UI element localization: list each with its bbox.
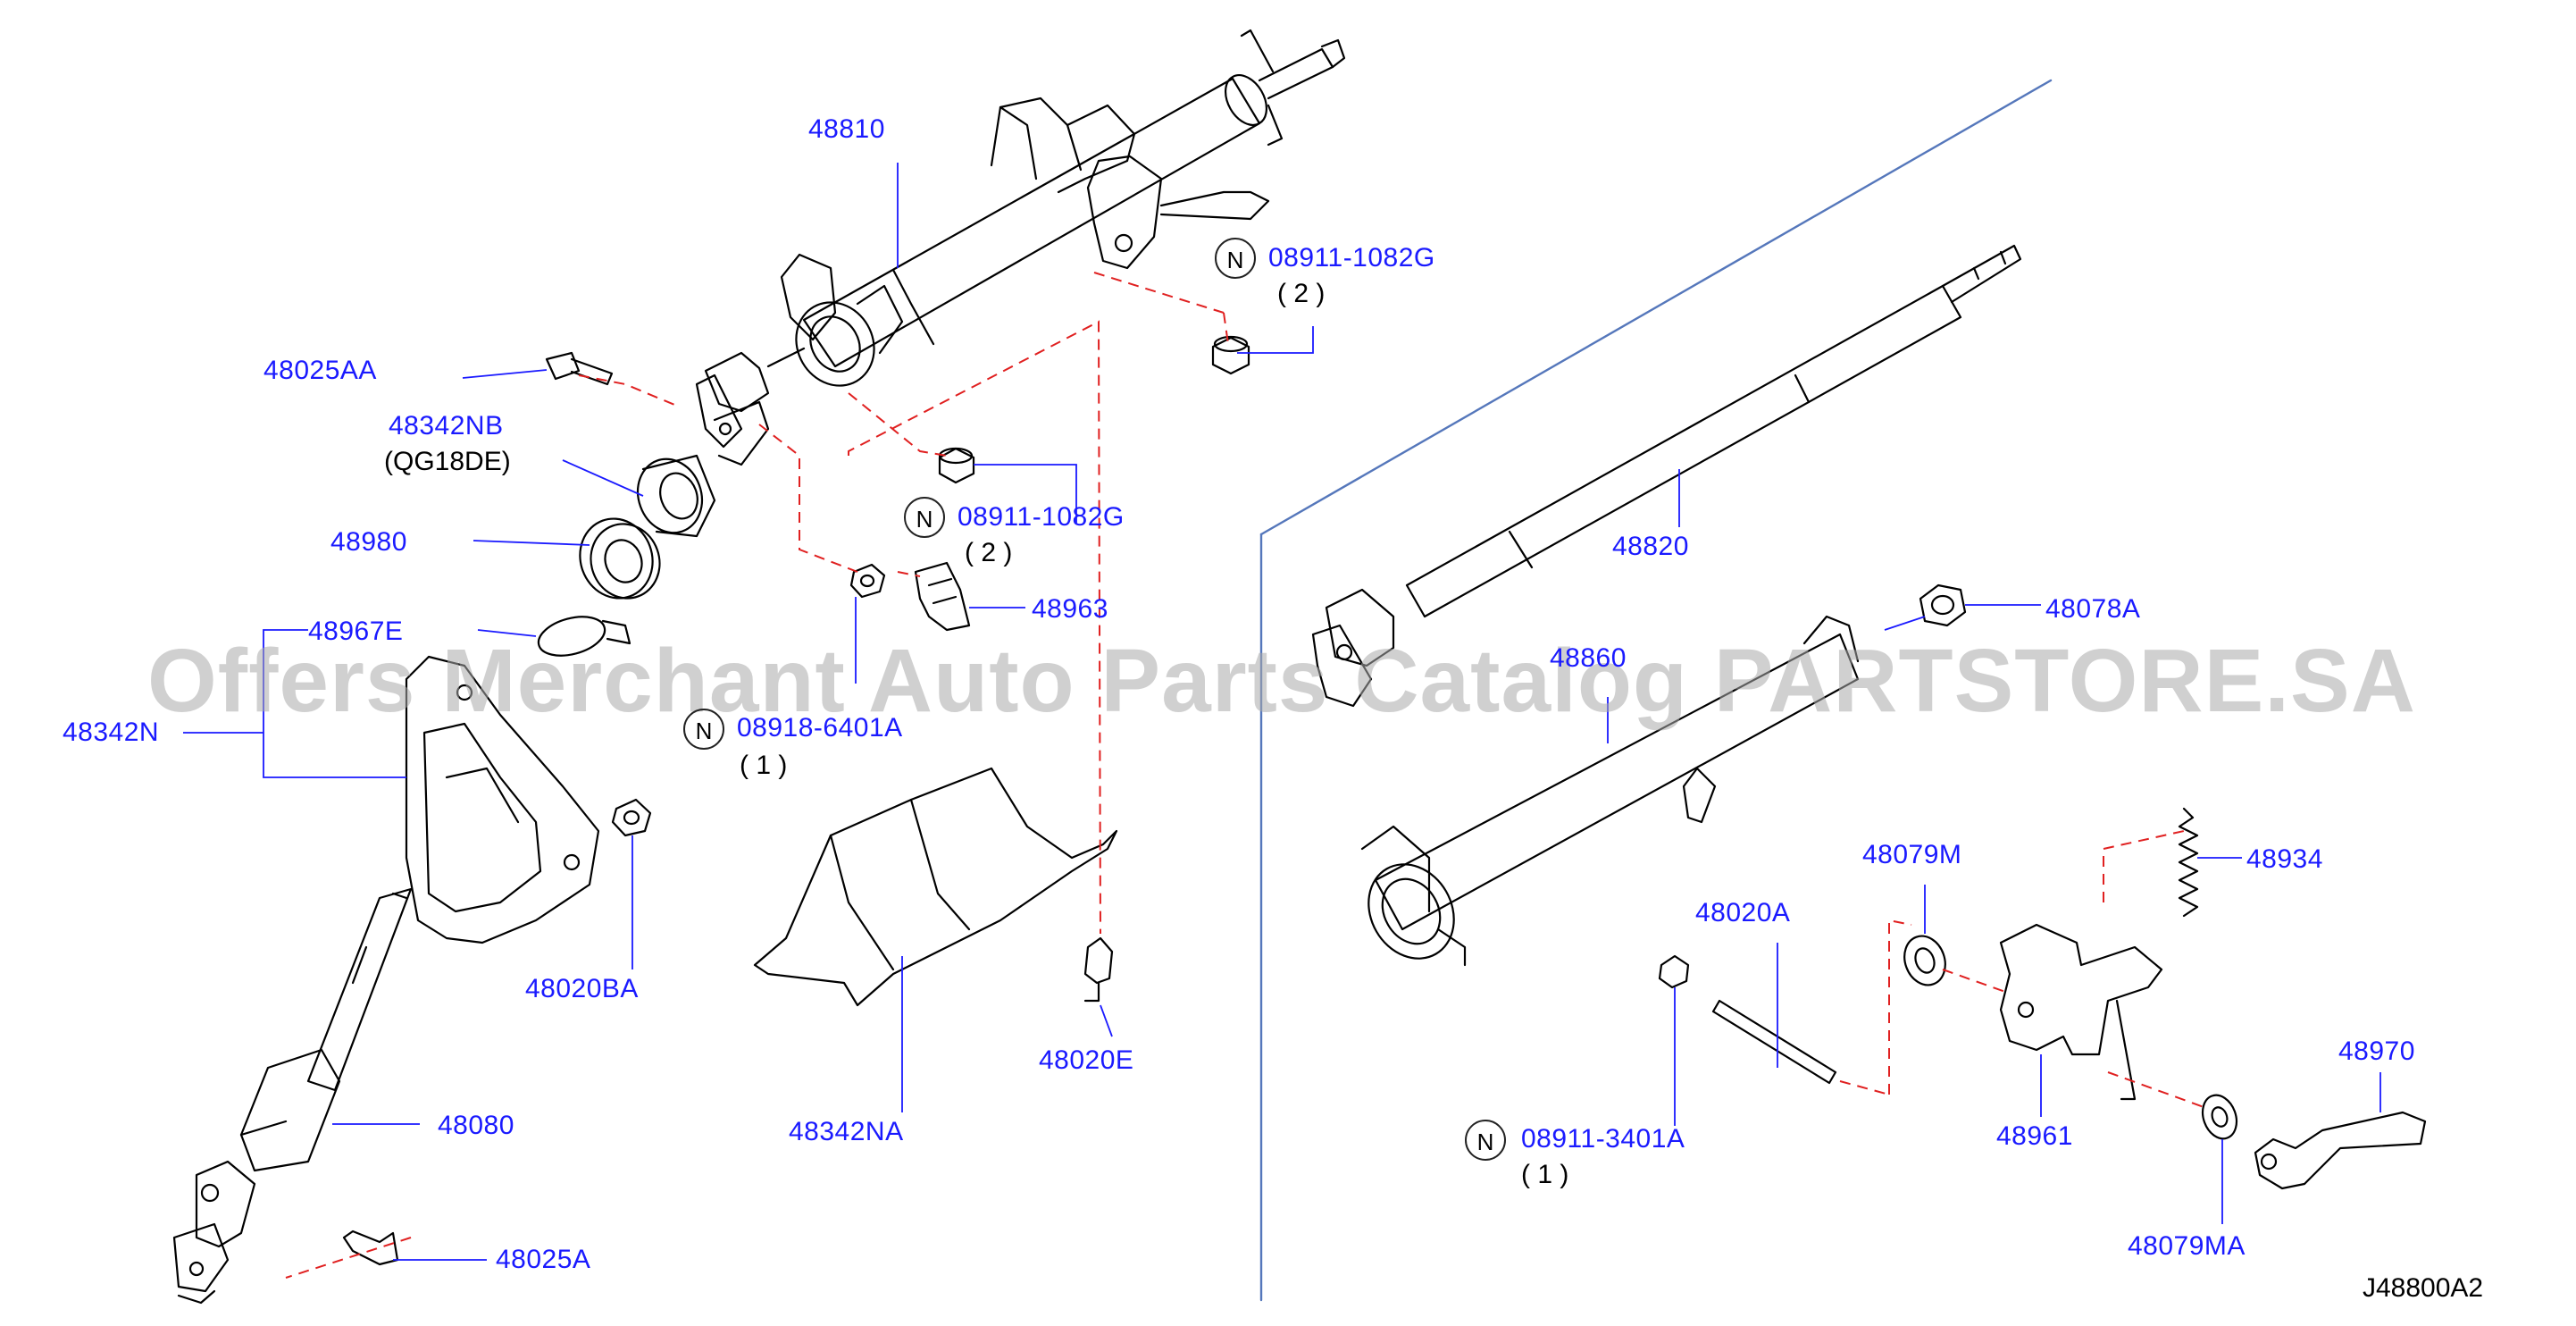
bearing-48980 — [579, 517, 661, 600]
lower-universal-joint — [172, 1160, 256, 1305]
lever-48970 — [2254, 1111, 2427, 1190]
part-label-48963[interactable]: 48963 — [1032, 594, 1108, 624]
leader-lines — [183, 163, 2381, 1261]
part-label-48025aa[interactable]: 48025AA — [263, 356, 377, 385]
part-label-48020ba[interactable]: 48020BA — [525, 974, 639, 1003]
part-label-48820[interactable]: 48820 — [1612, 532, 1689, 561]
nut-48078a — [1919, 583, 1967, 627]
engine-note-qg18de: (QG18DE) — [384, 447, 511, 476]
bracket-48961 — [1999, 923, 2163, 1101]
part-label-48970[interactable]: 48970 — [2338, 1036, 2415, 1066]
clamp-48967e — [537, 616, 631, 657]
quantity-upper: ( 2 ) — [1277, 279, 1326, 308]
part-label-08911-1082g-upper[interactable]: 08911-1082G — [1268, 243, 1435, 273]
clip-48020e — [1083, 936, 1114, 1003]
assembly-dashed-lines — [285, 272, 2207, 1279]
upper-bracket — [990, 97, 1136, 194]
part-label-48961[interactable]: 48961 — [1996, 1121, 2073, 1151]
lower-shaft-48080 — [239, 887, 413, 1172]
washer-48079m — [1903, 935, 1946, 986]
quantity-08918: ( 1 ) — [740, 751, 788, 780]
part-label-48080[interactable]: 48080 — [438, 1111, 514, 1140]
part-label-48079m[interactable]: 48079M — [1862, 840, 1962, 869]
watermark: Offers Merchant Auto Parts Catalog PARTS… — [147, 631, 2416, 731]
part-label-48860[interactable]: 48860 — [1550, 643, 1627, 673]
part-label-48025a[interactable]: 48025A — [496, 1245, 591, 1274]
nut-callout-n-4: N — [1465, 1120, 1506, 1161]
part-label-48980[interactable]: 48980 — [330, 527, 407, 557]
nut-upper-right — [1211, 335, 1250, 375]
part-label-08918-6401a[interactable]: 08918-6401A — [737, 713, 903, 743]
clip-48963 — [914, 561, 971, 632]
bolt-48025aa — [545, 351, 614, 386]
part-label-48967e[interactable]: 48967E — [308, 617, 404, 646]
part-label-48020e[interactable]: 48020E — [1039, 1045, 1134, 1075]
part-label-08911-3401a[interactable]: 08911-3401A — [1521, 1124, 1685, 1154]
nut-48020ba — [611, 798, 652, 837]
part-label-48342n[interactable]: 48342N — [63, 718, 160, 747]
diagram-code: J48800A2 — [2363, 1273, 2484, 1303]
nut-08918 — [849, 563, 886, 599]
lower-column-48860 — [1360, 615, 1860, 967]
part-label-48342nb[interactable]: 48342NB — [389, 411, 504, 441]
shaft-universal-joint — [1311, 588, 1395, 708]
upper-column-tube — [802, 29, 1346, 368]
nut-callout-n-3: N — [683, 709, 724, 750]
part-label-48020a[interactable]: 48020A — [1695, 898, 1791, 927]
column-mount-ring — [780, 253, 904, 387]
part-label-48934[interactable]: 48934 — [2246, 844, 2323, 874]
section-divider — [1259, 79, 2053, 1302]
spring-48934 — [2178, 807, 2199, 918]
lower-bracket — [1086, 155, 1270, 270]
part-label-48078a[interactable]: 48078A — [2045, 594, 2141, 624]
bolt-48020a — [1658, 954, 1837, 1085]
upper-universal-joint — [695, 347, 806, 466]
boot-cover-48342n — [405, 655, 600, 944]
nut-callout-n-2: N — [904, 497, 945, 538]
quantity-lower: ( 2 ) — [965, 538, 1013, 567]
nut-upper-middle — [938, 447, 975, 484]
bushing-48342nb — [637, 454, 716, 538]
lower-cover-48342na — [753, 767, 1118, 1007]
quantity-08911-3401a: ( 1 ) — [1521, 1160, 1569, 1189]
intermediate-shaft-48820 — [1405, 244, 2022, 618]
bolt-48025a — [342, 1229, 399, 1266]
washer-48079ma — [2201, 1094, 2238, 1140]
part-label-08911-1082g-lower[interactable]: 08911-1082G — [958, 502, 1125, 532]
part-label-48810[interactable]: 48810 — [808, 114, 885, 144]
nut-callout-n-1: N — [1215, 238, 1256, 279]
part-label-48342na[interactable]: 48342NA — [789, 1117, 904, 1146]
part-label-48079ma[interactable]: 48079MA — [2128, 1231, 2246, 1261]
